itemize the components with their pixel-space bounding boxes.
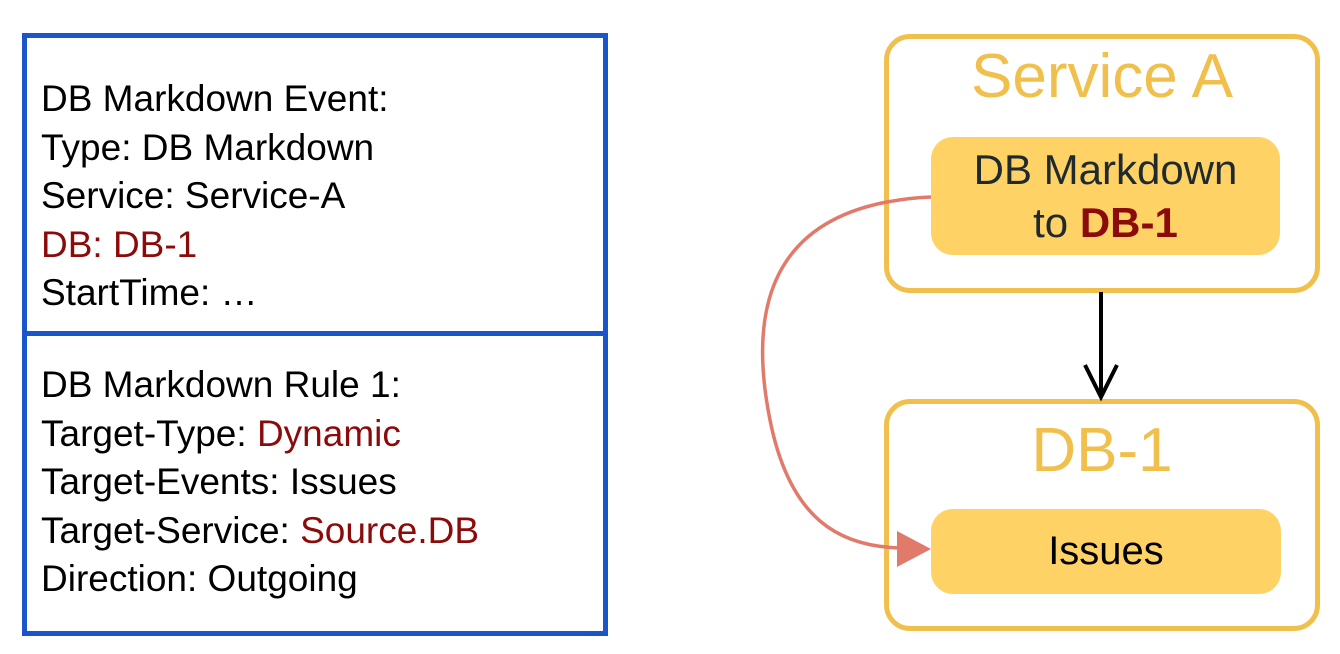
rule-panel: DB Markdown Rule 1: Target-Type: Dynamic… [22, 331, 608, 636]
rule-title: DB Markdown Rule 1: [41, 364, 401, 405]
rule-target-service-label: Target-Service: [41, 509, 301, 551]
rule-direction-line: Direction: Outgoing [41, 558, 358, 599]
rule-target-service-line: Target-Service: Source.DB [41, 507, 479, 556]
event-title: DB Markdown Event: [41, 78, 389, 119]
event-type-line: Type: DB Markdown [41, 126, 375, 168]
rule-target-service-value: Source.DB [300, 509, 480, 551]
issues-node: Issues [931, 509, 1281, 594]
rule-target-type-label: Target-Type: [41, 412, 257, 454]
rule-lines: DB Markdown Rule 1: Target-Type: Dynamic… [41, 361, 479, 604]
markdown-event-prefix: to [1033, 199, 1080, 246]
rule-target-events-line: Target-Events: Issues [41, 461, 397, 502]
event-db-line: DB: DB-1 [41, 223, 198, 265]
markdown-event-node: DB Markdown to DB-1 [931, 137, 1280, 255]
rule-target-type-value: Dynamic [256, 412, 401, 454]
dependency-arrow-head [1083, 364, 1119, 402]
service-a-title: Service A [971, 42, 1233, 111]
rule-target-type-line: Target-Type: Dynamic [41, 410, 479, 459]
db-1-title: DB-1 [1031, 416, 1173, 485]
event-lines: DB Markdown Event: Type: DB Markdown Ser… [41, 75, 389, 318]
markdown-event-db: DB-1 [1079, 199, 1178, 246]
event-service-line: Service: Service-A [41, 175, 346, 216]
markdown-event-line1: DB Markdown [973, 146, 1238, 193]
event-start-line: StartTime: … [41, 272, 258, 313]
event-panel: DB Markdown Event: Type: DB Markdown Ser… [22, 33, 608, 336]
